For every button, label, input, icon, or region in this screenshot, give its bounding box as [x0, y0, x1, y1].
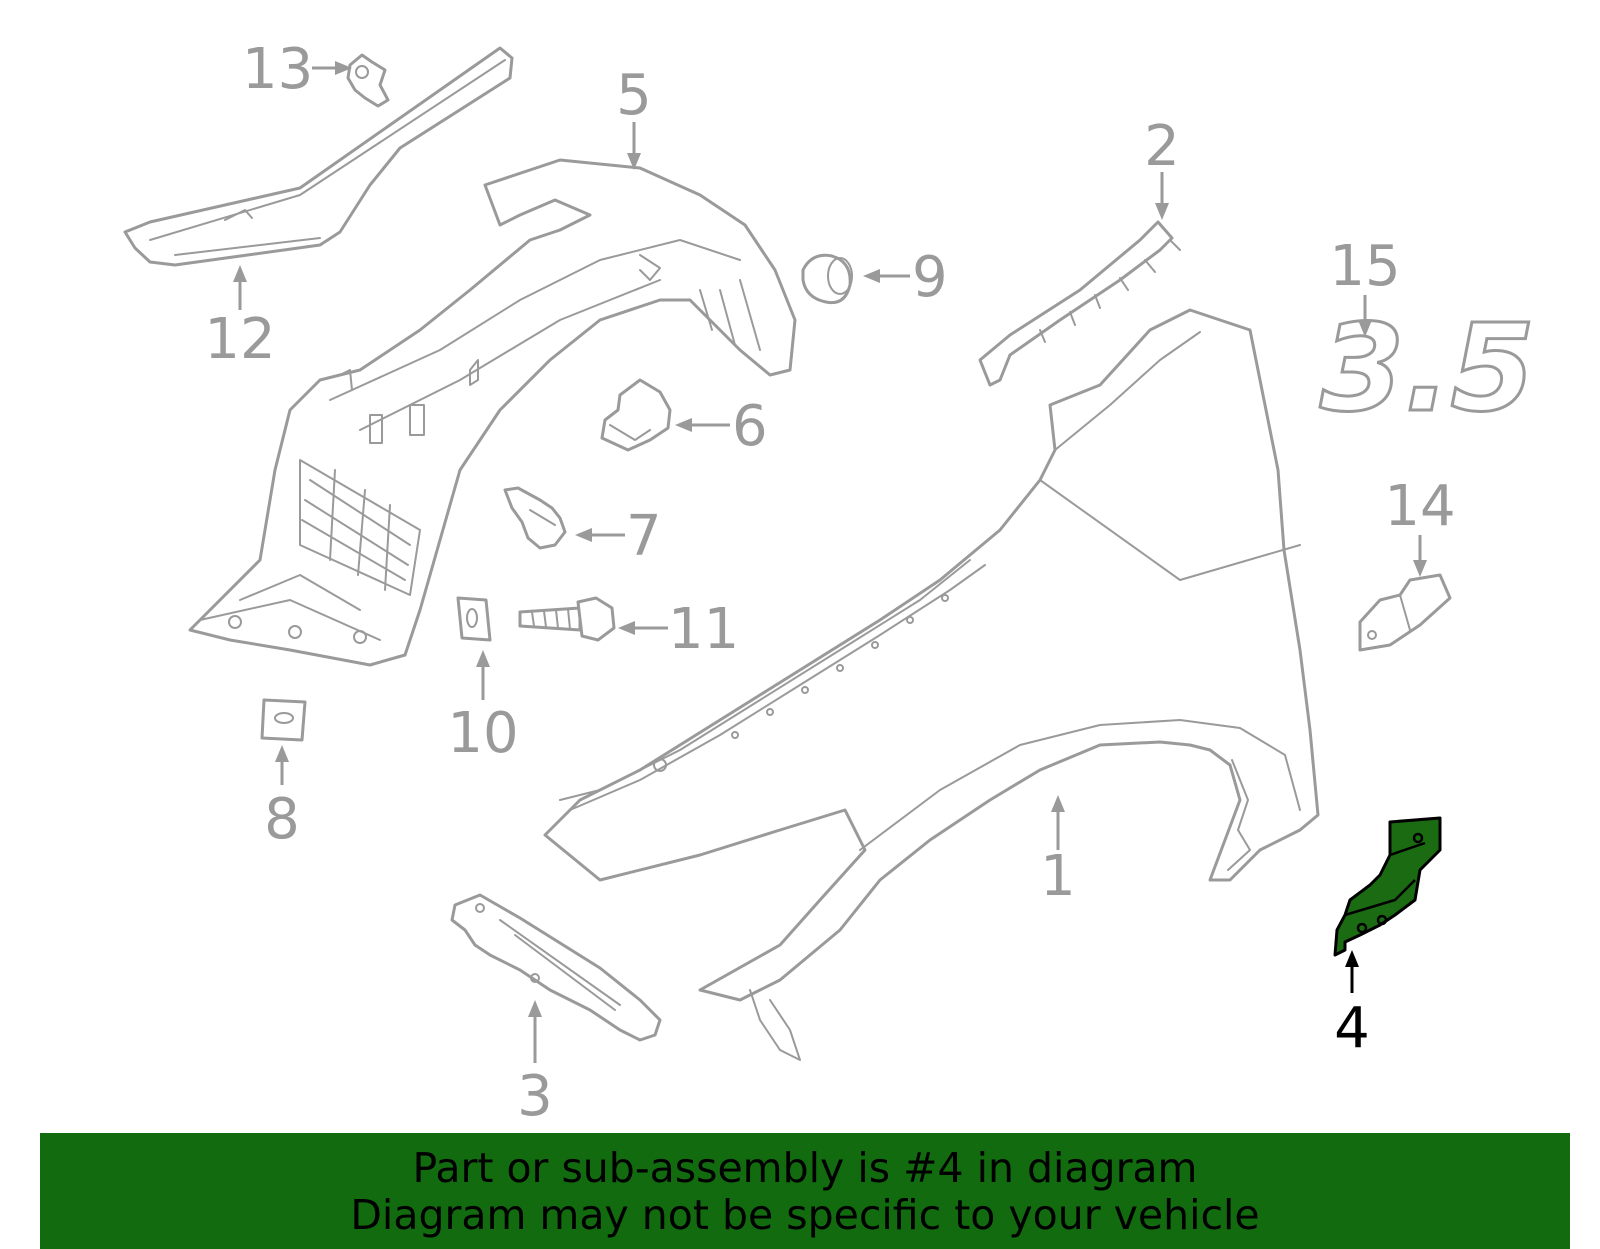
- part-14-bracket: [1358, 573, 1452, 652]
- part-10-nut-plate: [456, 596, 492, 642]
- part-4-highlighted-bracket: [1333, 816, 1442, 957]
- part-8-nut-plate: [260, 698, 307, 742]
- callout-10: 10: [447, 701, 518, 766]
- callout-6: 6: [732, 394, 768, 459]
- part-7-push-clip: [503, 486, 567, 550]
- callout-13: 13: [242, 37, 313, 102]
- callout-9: 9: [912, 245, 948, 310]
- callout-12: 12: [204, 307, 275, 372]
- callout-3: 3: [517, 1064, 553, 1129]
- callout-5: 5: [616, 63, 652, 128]
- part-3-lower-bracket: [450, 893, 662, 1042]
- callout-8: 8: [264, 787, 300, 852]
- callout-15: 15: [1329, 234, 1400, 299]
- banner-line-disclaimer: Diagram may not be specific to your vehi…: [350, 1191, 1260, 1239]
- part-9-grommet: [801, 253, 853, 305]
- callout-7: 7: [626, 504, 662, 569]
- callout-arrows: [233, 61, 1427, 1063]
- part-12-upper-rail: [123, 46, 514, 267]
- banner-line-part-number: Part or sub-assembly is #4 in diagram: [412, 1144, 1198, 1192]
- callout-2: 2: [1144, 114, 1180, 179]
- callout-1: 1: [1040, 844, 1076, 909]
- part-11-bolt: [518, 596, 616, 642]
- part-6-retainer: [600, 378, 672, 452]
- info-banner: Part or sub-assembly is #4 in diagram Di…: [40, 1133, 1570, 1249]
- callout-labels: 1 2 3 4 5 6 7 8 9 10 11 12 13 14 15: [204, 37, 1455, 1129]
- part-2-fender-seal: [978, 220, 1181, 387]
- callout-4: 4: [1334, 996, 1370, 1061]
- part-15-emblem: 3.5: [1319, 299, 1537, 441]
- callout-14: 14: [1384, 474, 1455, 539]
- parts-diagram: 3.5: [123, 37, 1537, 1129]
- part-1-front-fender: [543, 308, 1320, 1061]
- callout-11: 11: [668, 597, 739, 662]
- part-13-clip: [346, 53, 390, 108]
- emblem-3-5: 3.5: [1320, 300, 1535, 439]
- part-5-fender-liner: [188, 158, 797, 667]
